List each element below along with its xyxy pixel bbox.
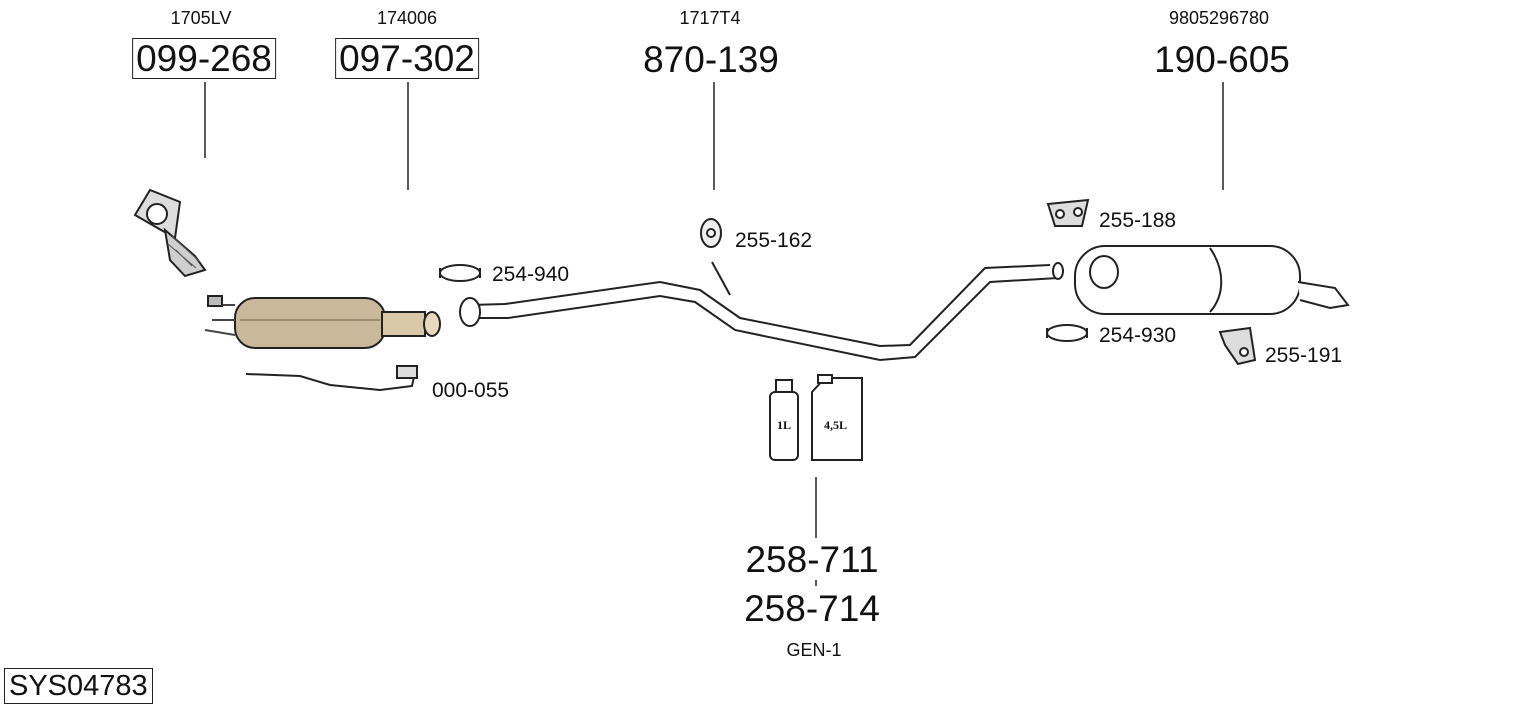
- accessory-number[interactable]: 255-162: [735, 229, 813, 252]
- large-canister-label: 4,5L: [824, 418, 848, 432]
- accessory-number[interactable]: 255-191: [1265, 344, 1343, 367]
- part-number[interactable]: 097-302: [335, 38, 479, 79]
- clamp-254-940: [439, 264, 481, 282]
- fluid-part-number[interactable]: 258-711: [745, 539, 879, 580]
- system-id: SYS04783: [4, 668, 153, 704]
- small-bottle-label: 1L: [777, 418, 792, 432]
- accessory-number[interactable]: 254-930: [1099, 324, 1177, 347]
- accessory-number[interactable]: 255-188: [1099, 209, 1177, 232]
- oem-number: 174006: [376, 8, 438, 28]
- oem-number: 9805296780: [1168, 8, 1270, 28]
- fluid-canister-large: [811, 374, 863, 461]
- flex-pipe-099-268: [133, 188, 207, 278]
- bracket-255-191: [1218, 326, 1257, 366]
- fluid-bottle-small: [769, 379, 799, 461]
- clamp-254-930: [1046, 324, 1088, 342]
- middle-pipe-870-139: [459, 261, 1064, 362]
- sensor-000-055: [245, 365, 418, 392]
- oem-number: 1705LV: [170, 8, 232, 28]
- fluid-part-number[interactable]: 258-714: [744, 588, 880, 629]
- fluid-code: GEN-1: [786, 640, 842, 660]
- part-number[interactable]: 190-605: [1154, 39, 1290, 80]
- accessory-number[interactable]: 000-055: [432, 379, 510, 402]
- accessory-number[interactable]: 254-940: [492, 263, 570, 286]
- oem-number: 1717T4: [679, 8, 741, 28]
- part-number[interactable]: 099-268: [132, 38, 276, 79]
- catalyst-097-302: [204, 295, 441, 349]
- bracket-255-188: [1046, 198, 1090, 227]
- rubber-mount-255-162: [700, 218, 722, 248]
- part-number[interactable]: 870-139: [643, 39, 779, 80]
- rear-silencer-190-605: [1074, 245, 1350, 315]
